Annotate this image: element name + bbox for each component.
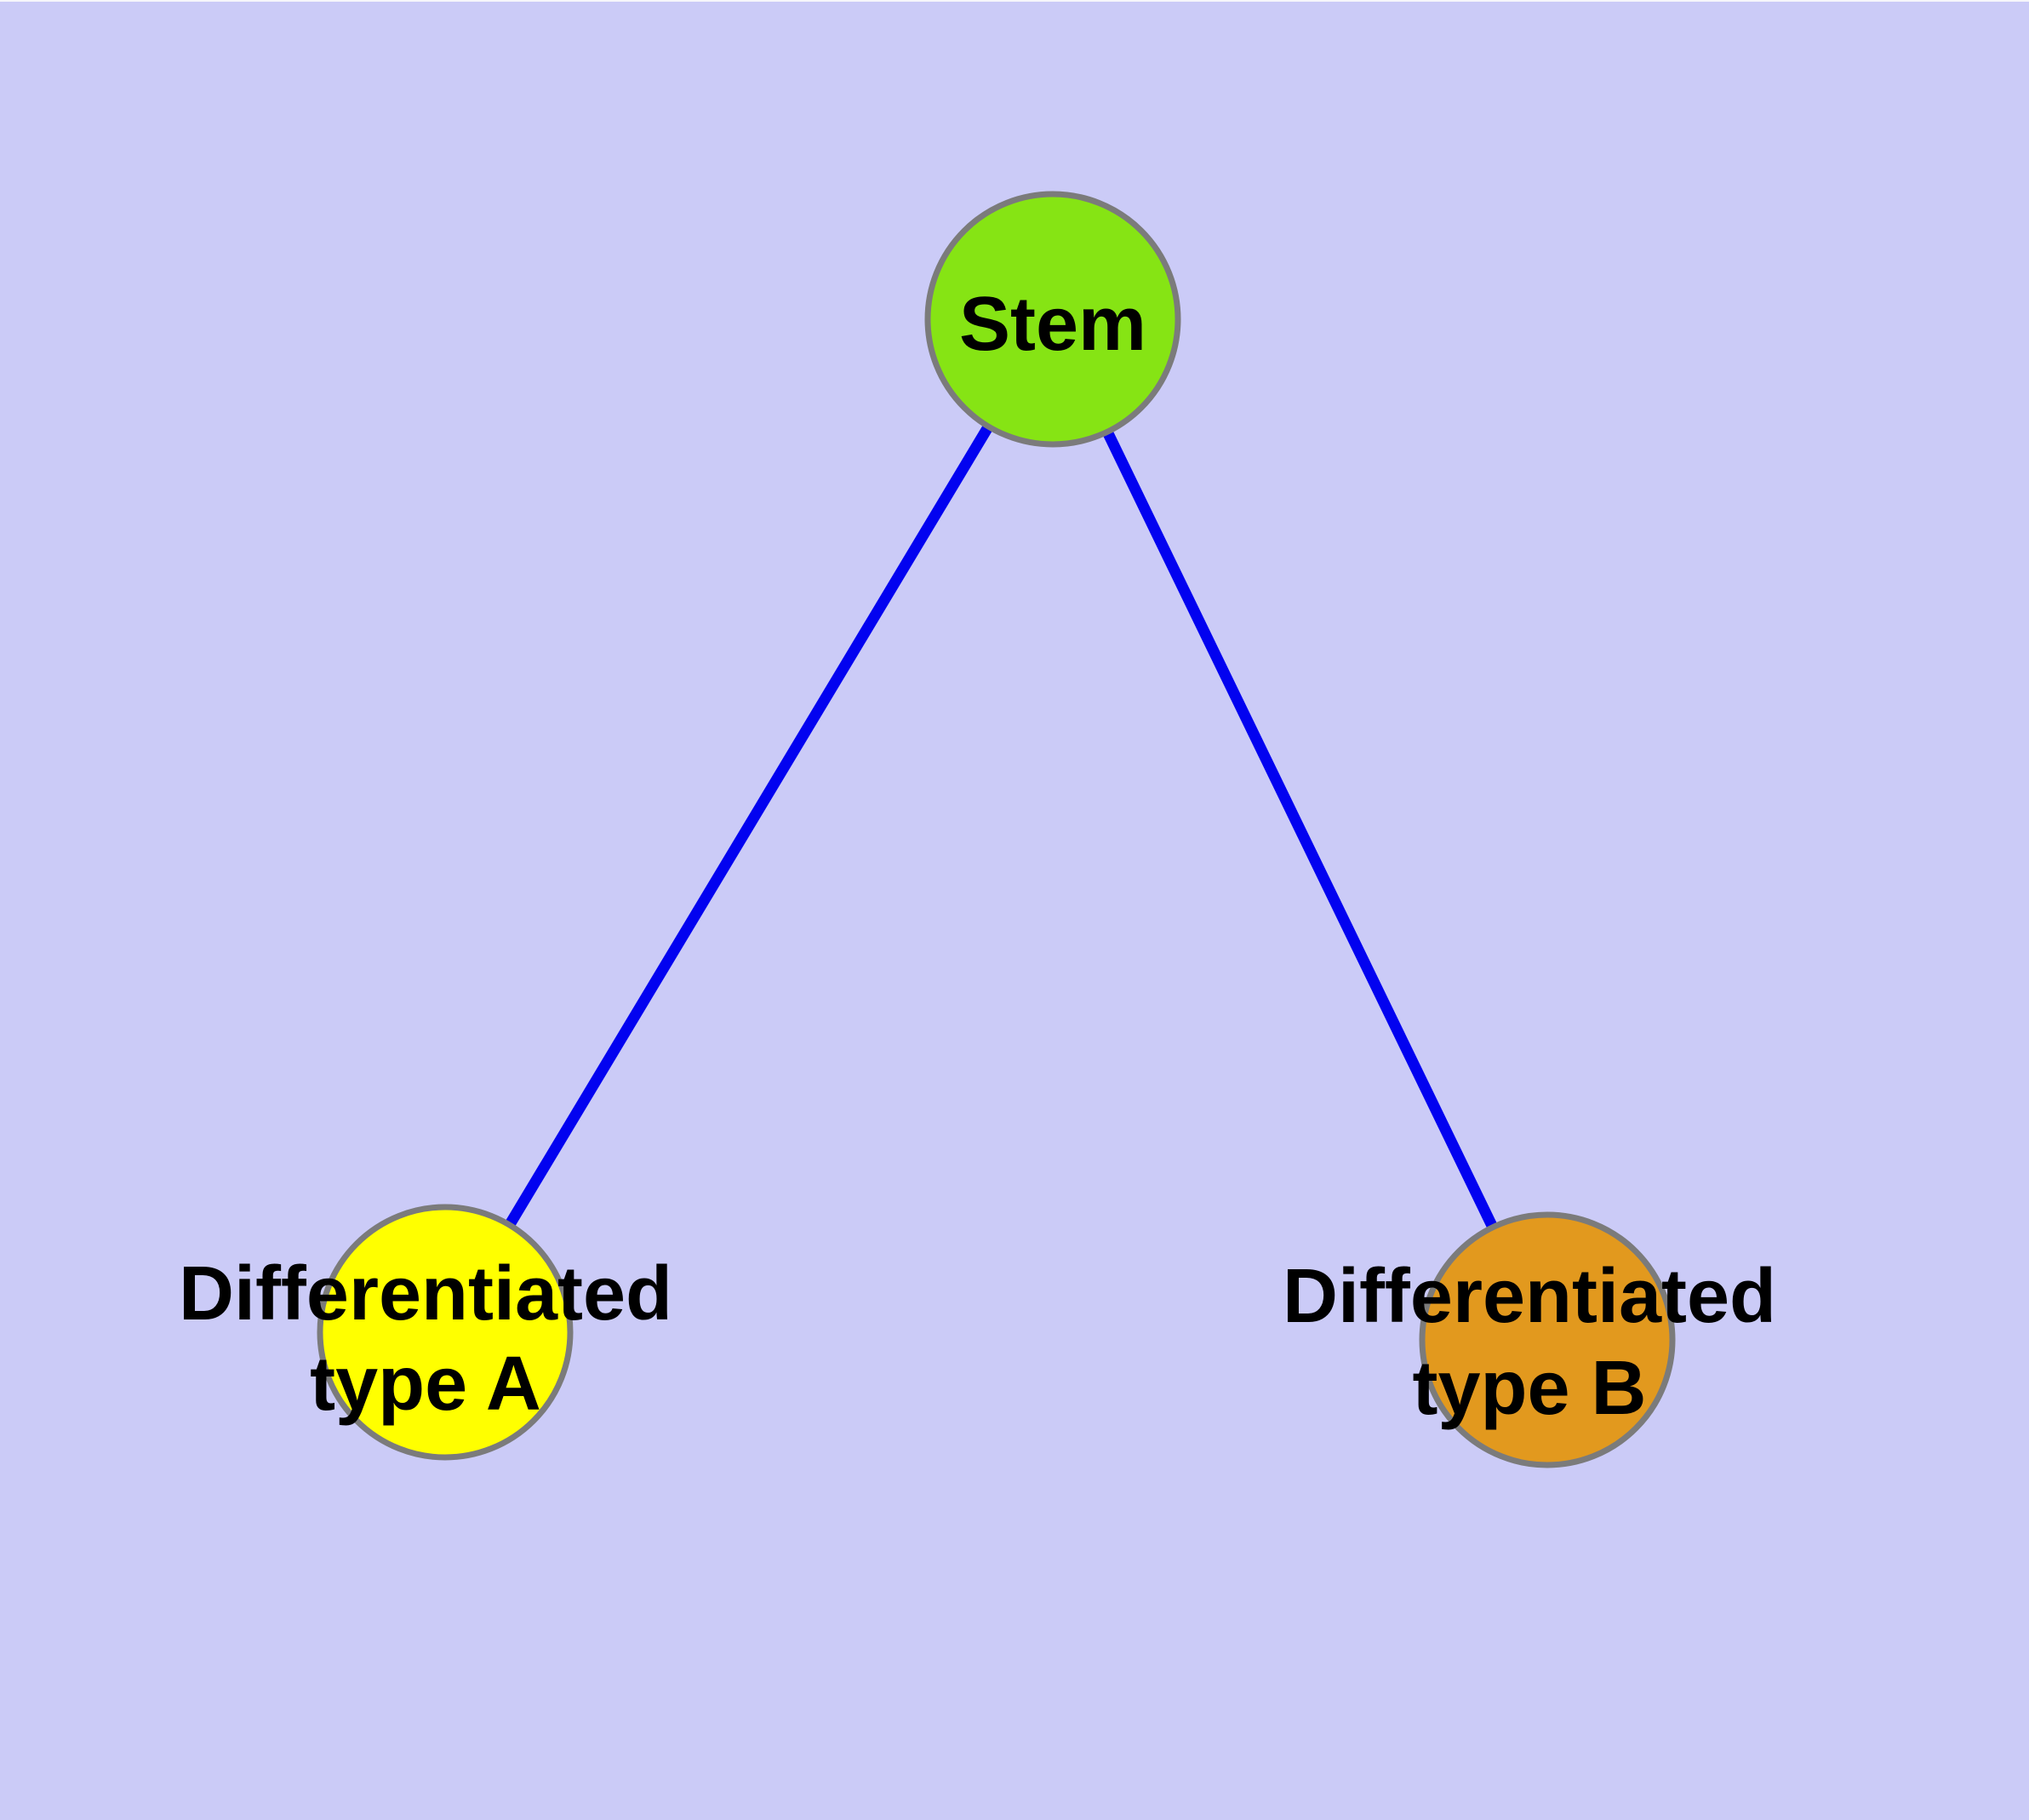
node-diff-b-label-line2: type B xyxy=(1412,1346,1646,1431)
node-diff-a-label-line2: type A xyxy=(310,1342,541,1427)
node-diff-a-label-line1: Differentiated xyxy=(179,1251,672,1336)
node-diff-b-label-line1: Differentiated xyxy=(1283,1254,1776,1339)
edge-stem-to-type-a xyxy=(440,316,1058,1336)
node-diff-b-circle xyxy=(1419,1211,1676,1468)
node-stem-label: Stem xyxy=(959,282,1146,367)
node-diff-a-circle xyxy=(317,1204,574,1461)
edge-stem-to-type-b xyxy=(1048,317,1552,1342)
node-stem-circle xyxy=(924,191,1181,448)
